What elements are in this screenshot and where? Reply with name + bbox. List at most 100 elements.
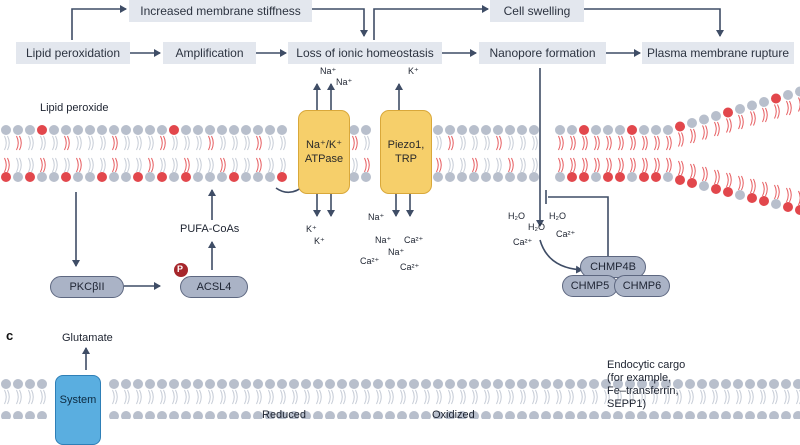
- lipid-tail: [269, 136, 274, 150]
- lipid-tail: [401, 390, 406, 404]
- lipid-tail: [509, 158, 514, 172]
- lipid-tail: [485, 390, 490, 404]
- lipid-head: [685, 411, 695, 419]
- lipid-peroxide-head: [747, 193, 757, 203]
- lipid-head: [541, 379, 551, 389]
- lipid-tail: [317, 390, 322, 404]
- lipid-head: [577, 379, 587, 389]
- lipid-head: [687, 118, 697, 128]
- lipid-tail: [461, 136, 466, 150]
- lipid-tail: [245, 158, 250, 172]
- lipid-tail: [413, 390, 418, 404]
- lipid-tail: [787, 188, 792, 202]
- lipid-peroxide-head: [723, 187, 733, 197]
- lipid-head: [217, 172, 227, 182]
- lipid-tail: [703, 126, 708, 140]
- lipid-tail: [509, 136, 514, 150]
- lipid-head: [157, 125, 167, 135]
- cell-swelling-box: Cell swelling: [490, 0, 584, 22]
- lipid-head: [735, 190, 745, 200]
- lipid-tail: [679, 161, 684, 175]
- lipid-head: [241, 125, 251, 135]
- lipid-tail: [569, 390, 574, 404]
- lipid-tail: [761, 390, 766, 404]
- lipid-head: [85, 125, 95, 135]
- lipid-head: [373, 379, 383, 389]
- lipid-tail: [461, 158, 466, 172]
- lipid-head: [25, 411, 35, 419]
- lipid-head: [385, 379, 395, 389]
- lipid-head: [217, 125, 227, 135]
- water-2: H₂O: [549, 211, 566, 221]
- lipid-head: [745, 379, 755, 389]
- lipid-tail: [53, 158, 58, 172]
- lipid-head: [205, 379, 215, 389]
- lipid-tail: [113, 136, 118, 150]
- endocytic-line-3: Fe–transferrin,: [607, 385, 679, 397]
- lipid-head: [541, 411, 551, 419]
- lipid-tail: [125, 158, 130, 172]
- lipid-tail: [173, 158, 178, 172]
- lipid-tail: [739, 176, 744, 190]
- lipid-head: [37, 379, 47, 389]
- lipid-head: [433, 172, 443, 182]
- lipid-tail: [509, 390, 514, 404]
- lipid-head: [181, 125, 191, 135]
- lipid-tail: [773, 390, 778, 404]
- lipid-tail: [643, 136, 648, 150]
- lipid-tail: [607, 136, 612, 150]
- lipid-tail: [209, 136, 214, 150]
- lipid-tail: [269, 158, 274, 172]
- lipid-head: [421, 411, 431, 419]
- lipid-head: [493, 125, 503, 135]
- lipid-head: [591, 125, 601, 135]
- lipid-tail: [41, 136, 46, 150]
- lipid-head: [567, 125, 577, 135]
- piezo-trp-channel: Piezo1, TRP: [380, 110, 432, 194]
- lipid-head: [591, 172, 601, 182]
- plasma-membrane-rupture-box: Plasma membrane rupture: [642, 42, 794, 64]
- lipid-head: [49, 172, 59, 182]
- lipid-head: [145, 172, 155, 182]
- lipid-tail: [667, 136, 672, 150]
- lipid-tail: [137, 390, 142, 404]
- lipid-head: [241, 379, 251, 389]
- lipid-head: [625, 411, 635, 419]
- lipid-head: [49, 125, 59, 135]
- lipid-peroxide-head: [97, 172, 107, 182]
- lipid-tail: [751, 112, 756, 126]
- lipid-head: [637, 411, 647, 419]
- lipid-head: [769, 379, 779, 389]
- lipid-head: [651, 125, 661, 135]
- lipid-tail: [775, 185, 780, 199]
- lipid-tail: [437, 136, 442, 150]
- lipid-tail: [365, 136, 370, 150]
- lipid-tail: [473, 158, 478, 172]
- lipid-head: [457, 379, 467, 389]
- lipid-head: [253, 172, 263, 182]
- lipid-head: [1, 411, 11, 419]
- lipid-head: [673, 411, 683, 419]
- lipid-tail: [233, 390, 238, 404]
- lipid-head: [733, 411, 743, 419]
- lipid-tail: [679, 133, 684, 147]
- lipid-head: [253, 125, 263, 135]
- lipid-tail: [149, 136, 154, 150]
- lipid-head: [781, 379, 791, 389]
- lipid-tail: [751, 179, 756, 193]
- lipid-tail: [715, 122, 720, 136]
- lipid-head: [555, 172, 565, 182]
- lipid-peroxide-label: Lipid peroxide: [40, 102, 109, 114]
- pufa-coas-label: PUFA-CoAs: [180, 223, 239, 235]
- lipid-tail: [607, 158, 612, 172]
- lipid-head: [709, 379, 719, 389]
- lipid-head: [721, 411, 731, 419]
- lipid-head: [555, 125, 565, 135]
- lipid-head: [771, 199, 781, 209]
- lipid-head: [193, 379, 203, 389]
- lipid-head: [565, 411, 575, 419]
- lipid-head: [469, 172, 479, 182]
- lipid-tail: [449, 390, 454, 404]
- lipid-tail: [41, 390, 46, 404]
- lipid-head: [493, 379, 503, 389]
